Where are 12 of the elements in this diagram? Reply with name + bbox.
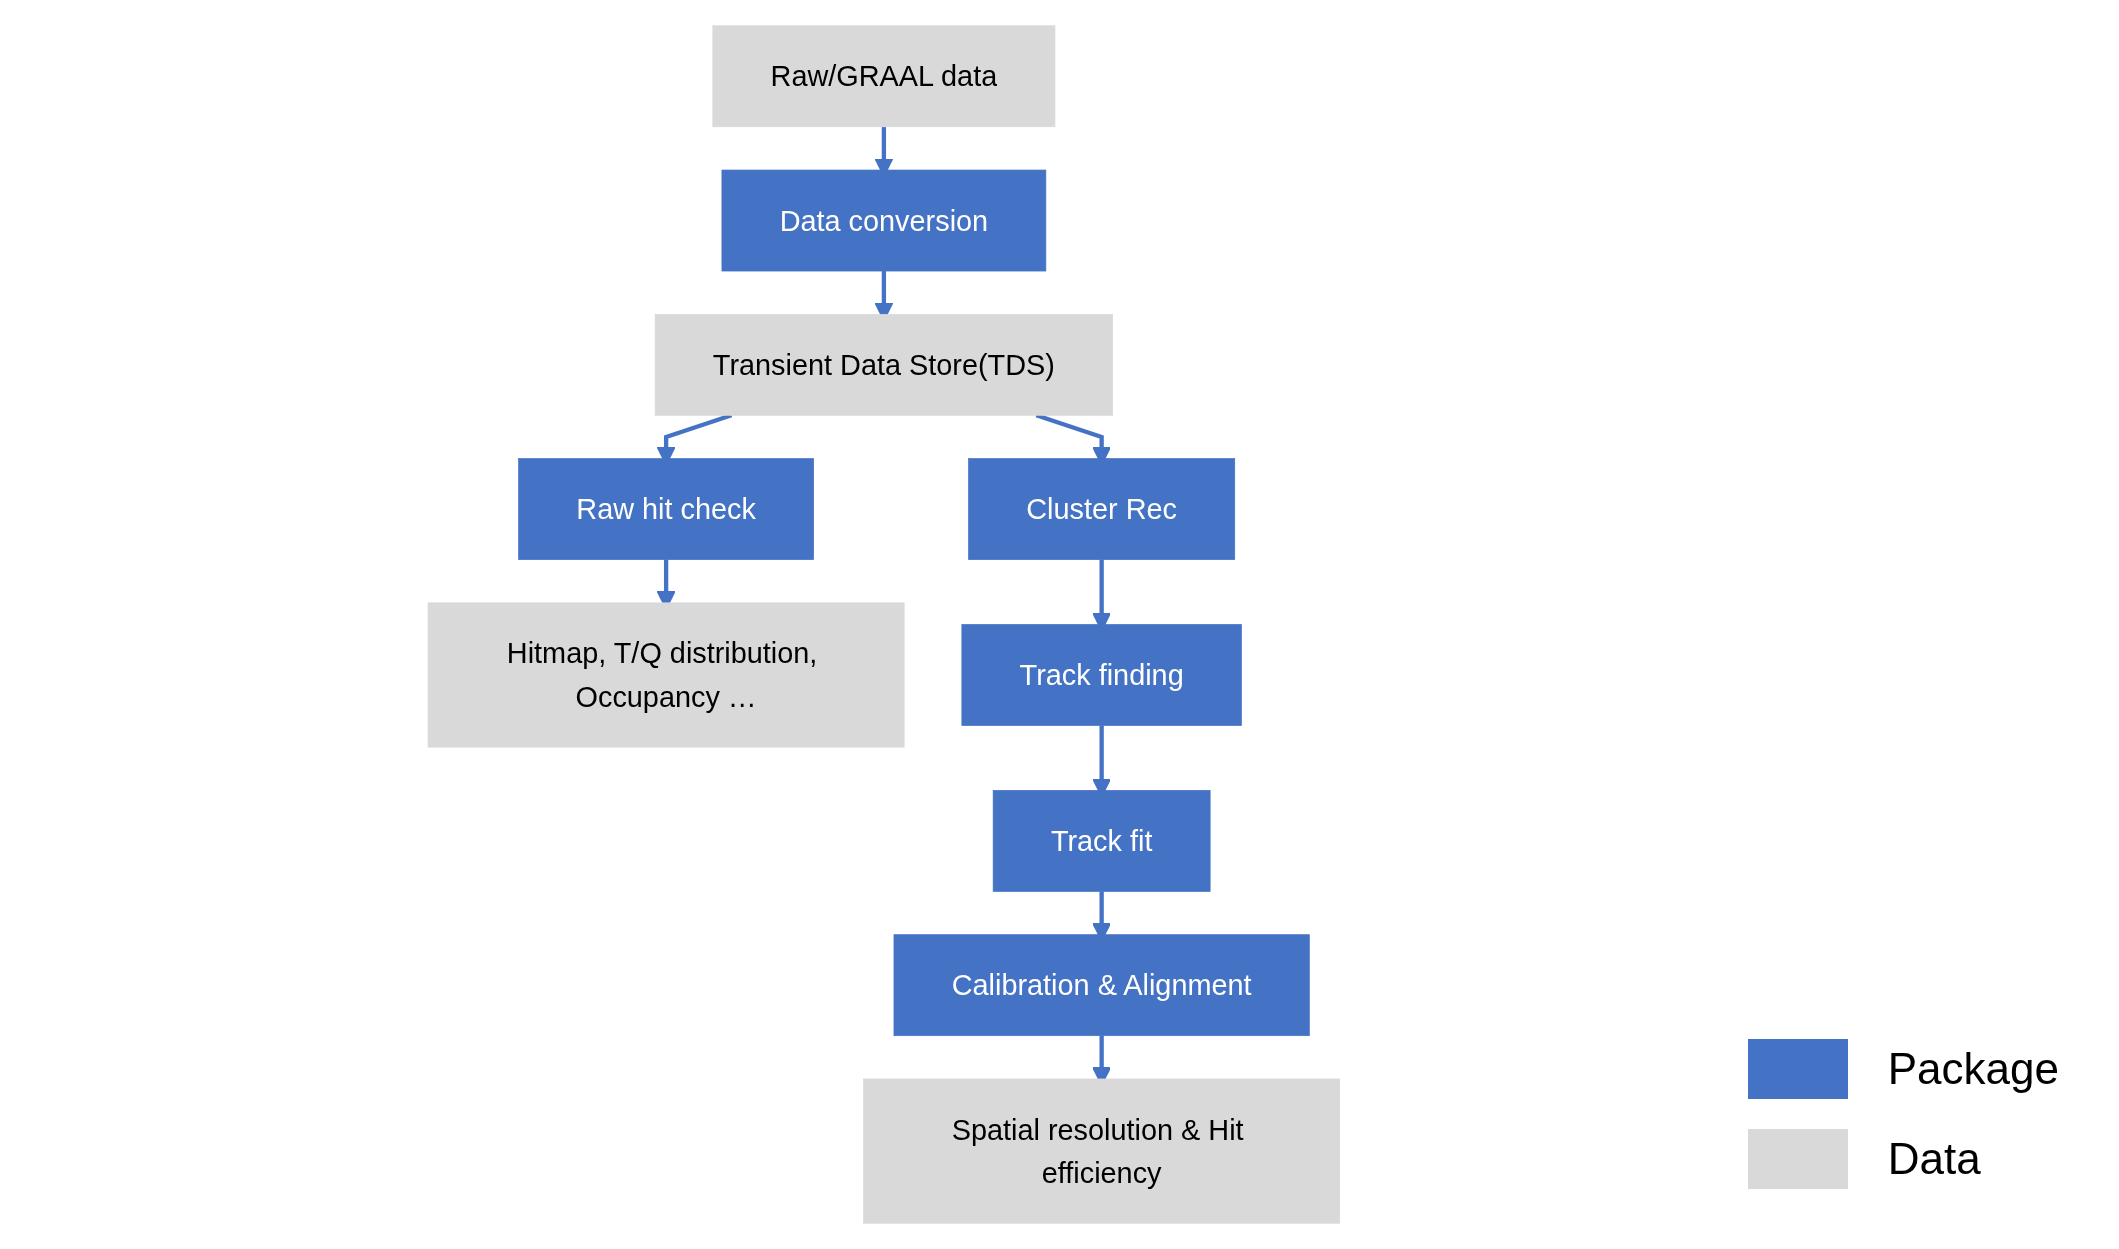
node-box: Transient Data Store(TDS) bbox=[654, 313, 1113, 416]
legend-label: Package bbox=[1887, 1044, 2059, 1094]
node-box: Spatial resolution & Hit efficiency bbox=[863, 1078, 1341, 1224]
node-box: Raw/GRAAL data bbox=[712, 25, 1056, 128]
node-box: Data conversion bbox=[721, 169, 1047, 272]
node-box: Track finding bbox=[961, 624, 1242, 726]
node-box: Track fit bbox=[992, 790, 1211, 892]
node-box: Hitmap, T/Q distribution, Occupancy … bbox=[427, 602, 905, 748]
legend-label: Data bbox=[1887, 1134, 1981, 1184]
node-box: Calibration & Alignment bbox=[893, 934, 1310, 1037]
node-box: Raw hit check bbox=[518, 458, 814, 560]
node-box: Cluster Rec bbox=[968, 458, 1236, 560]
